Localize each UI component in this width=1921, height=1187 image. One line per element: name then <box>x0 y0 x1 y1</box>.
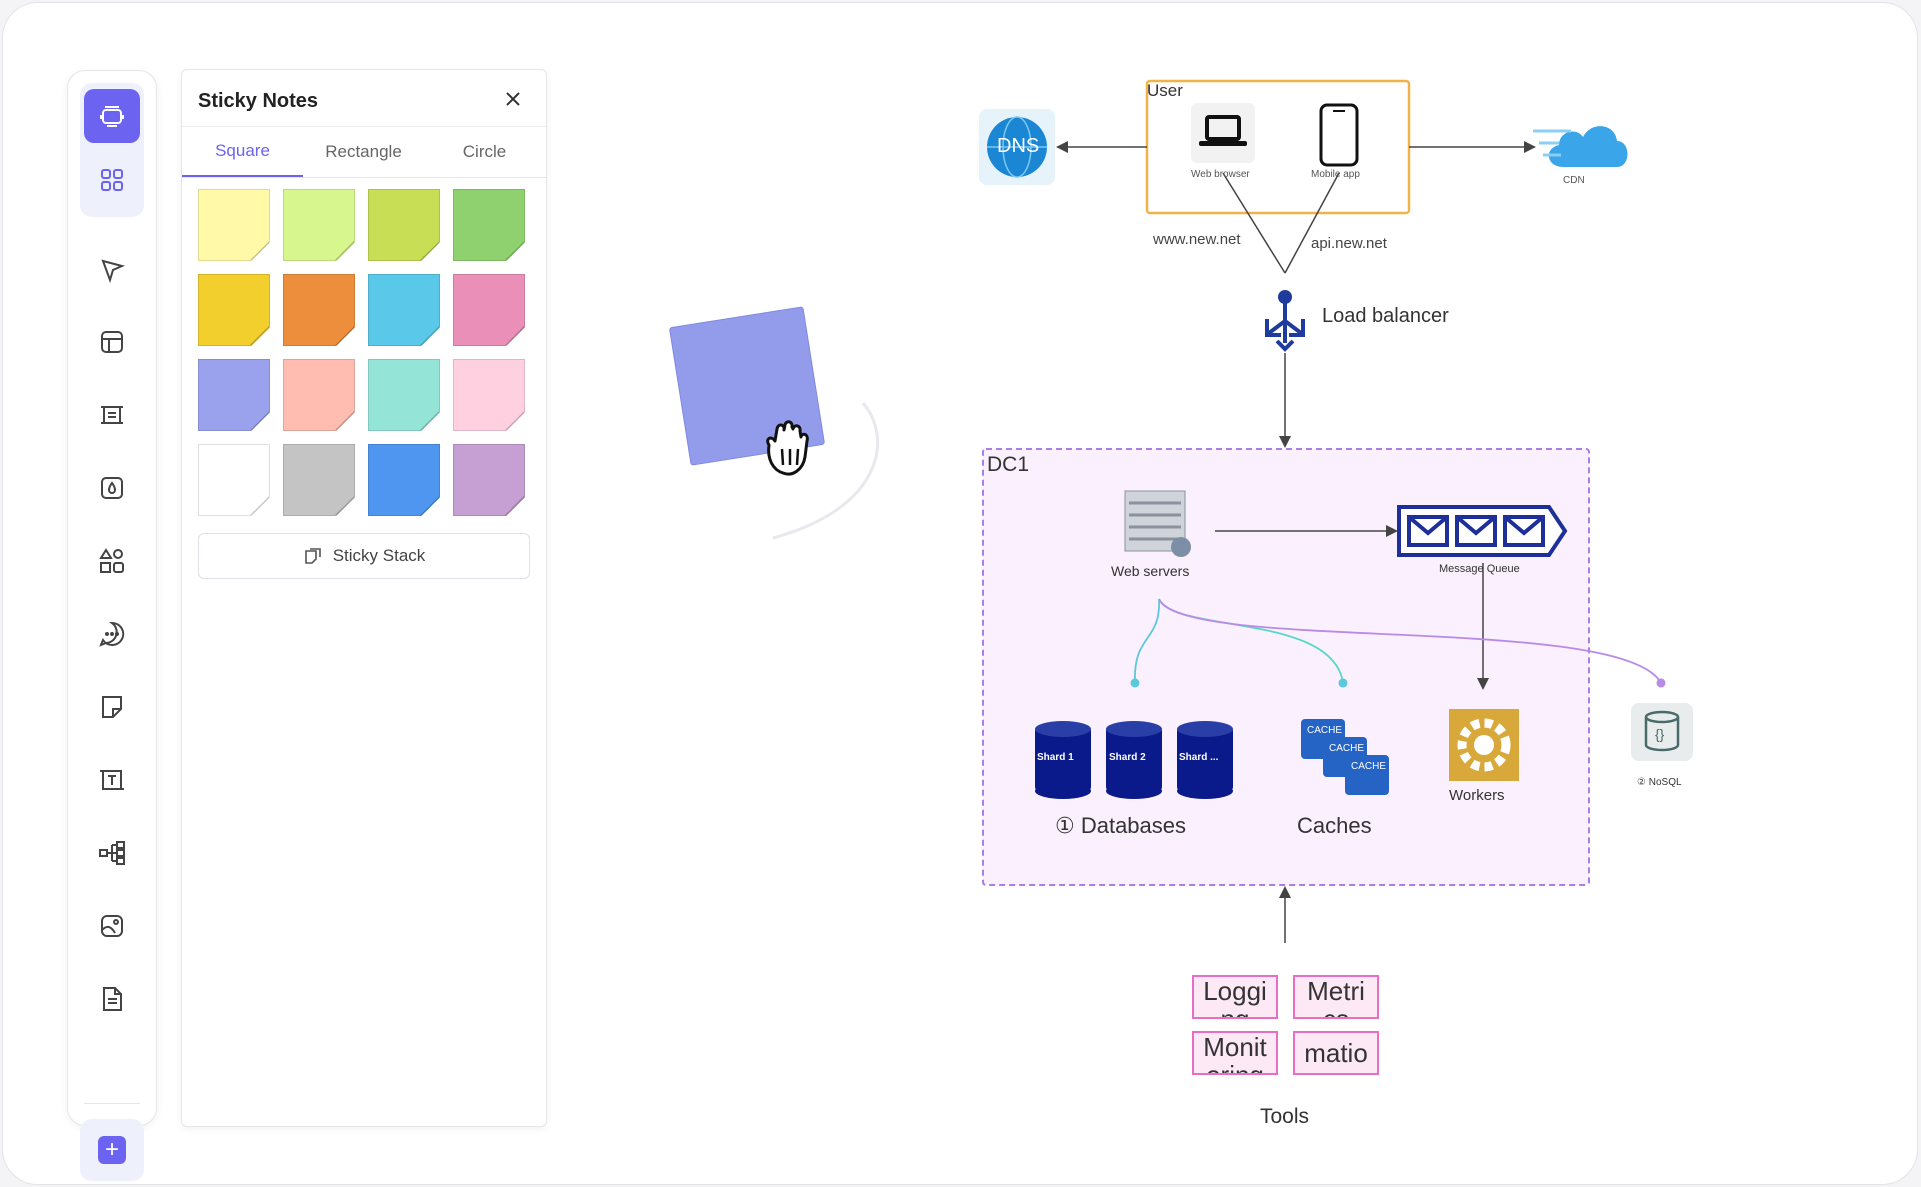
tool-monitoring-label: Monit oring <box>1203 1032 1267 1075</box>
tab-circle[interactable]: Circle <box>462 142 507 161</box>
shard-1-label: Shard 1 <box>1037 752 1074 763</box>
document-icon[interactable] <box>84 972 140 1026</box>
cdn-label: CDN <box>1563 175 1585 186</box>
nosql-label: ② NoSQL <box>1637 777 1682 788</box>
grab-hand-icon <box>766 420 809 476</box>
cache-label-3: CACHE <box>1351 761 1387 772</box>
tab-square[interactable]: Square <box>182 127 303 177</box>
sticky-color-swatch[interactable] <box>283 359 355 431</box>
text-icon[interactable] <box>84 753 140 807</box>
tool-monitoring[interactable]: Monit oring <box>1192 1031 1278 1075</box>
color-swatches <box>198 189 530 516</box>
database-shard-icons <box>1035 721 1233 799</box>
workers-gear-icon <box>1449 709 1519 781</box>
tool-metrics[interactable]: Metri cs <box>1293 975 1379 1019</box>
sticky-note-icon[interactable] <box>84 680 140 734</box>
layout-icon[interactable] <box>84 315 140 369</box>
mobile-app-label: Mobile app <box>1311 169 1360 180</box>
load-balancer-icon <box>1265 290 1305 352</box>
api-label: api.new.net <box>1311 235 1387 252</box>
dc1-label: DC1 <box>987 453 1030 476</box>
panel-title: Sticky Notes <box>198 90 319 112</box>
grid-icon[interactable] <box>84 153 140 207</box>
tool-logging-label: Loggi ng <box>1203 976 1267 1019</box>
close-icon[interactable] <box>498 84 528 114</box>
cache-icons <box>1301 719 1389 795</box>
sticky-color-swatch[interactable] <box>283 274 355 346</box>
dns-label: DNS <box>997 135 1040 157</box>
frame-icon[interactable] <box>84 388 140 442</box>
web-servers-label: Web servers <box>1111 563 1190 579</box>
tool-metrics-label: Metri cs <box>1307 976 1365 1019</box>
sticky-stack-label: Sticky Stack <box>332 546 426 565</box>
motion-trail <box>772 402 880 540</box>
sticky-color-swatch[interactable] <box>368 189 440 261</box>
sticky-color-swatch[interactable] <box>198 189 270 261</box>
www-label: www.new.net <box>1153 231 1241 248</box>
stack-icon <box>304 548 321 564</box>
message-queue-icon <box>1397 505 1568 557</box>
shape-tabs: Square Rectangle Circle <box>182 126 546 178</box>
sticky-color-swatch[interactable] <box>368 444 440 516</box>
sticky-color-swatch[interactable] <box>453 189 525 261</box>
sticky-color-swatch[interactable] <box>453 359 525 431</box>
sticky-color-swatch[interactable] <box>198 444 270 516</box>
robot-icon[interactable] <box>84 89 140 143</box>
web-server-icon <box>1124 490 1191 557</box>
sticky-color-swatch[interactable] <box>283 189 355 261</box>
add-tool-button[interactable]: + <box>80 1119 144 1181</box>
tools-label: Tools <box>1260 1105 1310 1128</box>
tool-automation-label: matio <box>1304 1038 1368 1068</box>
web-browser-label: Web browser <box>1191 169 1250 180</box>
workers-label: Workers <box>1449 787 1505 804</box>
droplet-icon[interactable] <box>84 461 140 515</box>
tool-automation[interactable]: matio <box>1293 1031 1379 1075</box>
databases-label: ① Databases <box>1055 813 1187 838</box>
diagram-connectors: {} <box>979 79 1693 943</box>
shard-2-label: Shard 2 <box>1109 752 1146 763</box>
mindmap-icon[interactable] <box>84 826 140 880</box>
load-balancer-label: Load balancer <box>1322 305 1449 327</box>
sticky-color-swatch[interactable] <box>368 274 440 346</box>
shard-3-label: Shard ... <box>1179 752 1219 763</box>
cdn-cloud-icon <box>1533 126 1628 167</box>
tool-logging[interactable]: Loggi ng <box>1192 975 1278 1019</box>
user-group-label: User <box>1147 81 1183 100</box>
comment-icon[interactable] <box>84 607 140 661</box>
plus-icon: + <box>98 1136 126 1164</box>
laptop-icon <box>1191 103 1255 163</box>
left-toolbar: + <box>67 70 157 1181</box>
image-icon[interactable] <box>84 899 140 953</box>
toolbar-divider <box>84 1103 140 1104</box>
mobile-icon <box>1319 103 1359 167</box>
cache-label-2: CACHE <box>1329 743 1365 754</box>
shapes-icon[interactable] <box>84 534 140 588</box>
cache-label-1: CACHE <box>1307 725 1343 736</box>
svg-text:{}: {} <box>1655 726 1665 742</box>
sticky-stack-button[interactable]: Sticky Stack <box>198 533 530 579</box>
sticky-color-swatch[interactable] <box>198 274 270 346</box>
sticky-notes-panel: Sticky Notes Square Rectangle Circle Sti… <box>181 69 547 1127</box>
caches-label: Caches <box>1297 813 1372 838</box>
dns-icon <box>979 109 1055 185</box>
nosql-icon: {} <box>1631 703 1693 761</box>
architecture-diagram: {} User Web browser Mobile app DNS CDN w… <box>3 3 1917 1184</box>
tab-rectangle[interactable]: Rectangle <box>325 142 402 161</box>
message-queue-label: Message Queue <box>1439 563 1520 575</box>
pointer-icon[interactable] <box>84 243 140 297</box>
